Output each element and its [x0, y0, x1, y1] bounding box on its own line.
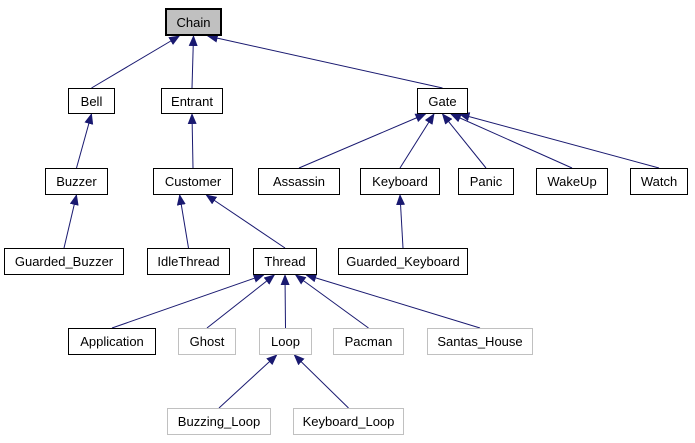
inheritance-edge-gate-to-chain [206, 33, 443, 89]
class-node-guarded_keyboard[interactable]: Guarded_Keyboard [338, 248, 468, 275]
class-node-loop: Loop [259, 328, 312, 355]
class-node-entrant[interactable]: Entrant [161, 88, 223, 114]
class-node-santas_house: Santas_House [427, 328, 533, 355]
class-node-label: Watch [640, 174, 678, 189]
class-node-idlethread[interactable]: IdleThread [147, 248, 230, 275]
class-node-keyboard_loop: Keyboard_Loop [293, 408, 404, 435]
class-node-watch[interactable]: Watch [630, 168, 688, 195]
class-node-customer[interactable]: Customer [153, 168, 233, 195]
class-node-label: Panic [469, 174, 503, 189]
class-node-buzzing_loop: Buzzing_Loop [167, 408, 271, 435]
class-node-label: Entrant [171, 93, 213, 109]
class-node-wakeup[interactable]: WakeUp [536, 168, 608, 195]
class-node-ghost: Ghost [178, 328, 236, 355]
inheritance-edge-buzzer-to-bell [76, 113, 94, 169]
class-node-label: Guarded_Buzzer [14, 254, 114, 269]
inheritance-edge-guarded_buzzer-to-buzzer [63, 194, 79, 249]
class-node-label: Thread [264, 254, 306, 269]
class-node-label: Chain [176, 14, 211, 30]
class-node-label: Bell [80, 93, 103, 109]
inheritance-edge-panic-to-gate [441, 113, 487, 169]
inheritance-edge-entrant-to-chain [188, 35, 198, 89]
class-node-pacman: Pacman [333, 328, 404, 355]
inheritance-edge-idlethread-to-customer [176, 194, 189, 249]
inheritance-edge-application-to-thread [111, 274, 265, 329]
inheritance-edge-ghost-to-thread [206, 274, 276, 329]
inheritance-edge-wakeup-to-gate [450, 113, 573, 169]
inheritance-edge-loop-to-thread [280, 274, 290, 329]
class-node-label: Ghost [189, 334, 225, 349]
class-node-label: Santas_House [437, 334, 523, 349]
inheritance-edge-guarded_keyboard-to-keyboard [396, 194, 406, 249]
class-node-label: Loop [271, 334, 300, 349]
class-node-label: Gate [428, 93, 457, 109]
class-node-label: Buzzer [56, 174, 97, 189]
class-node-keyboard[interactable]: Keyboard [360, 168, 440, 195]
class-node-label: WakeUp [547, 174, 597, 189]
class-node-label: Pacman [344, 334, 393, 349]
class-node-label: Keyboard_Loop [302, 414, 395, 429]
inheritance-edge-assassin-to-gate [298, 113, 427, 169]
inheritance-edge-santas_house-to-thread [305, 273, 481, 329]
inheritance-edge-customer-to-entrant [187, 113, 197, 169]
class-node-assassin[interactable]: Assassin [258, 168, 340, 195]
class-node-label: Buzzing_Loop [177, 414, 261, 429]
inheritance-edge-keyboard_loop-to-loop [293, 354, 349, 409]
class-node-bell[interactable]: Bell [68, 88, 115, 114]
class-node-buzzer[interactable]: Buzzer [45, 168, 108, 195]
class-node-label: Customer [164, 174, 222, 189]
class-node-label: IdleThread [157, 254, 220, 269]
class-node-guarded_buzzer[interactable]: Guarded_Buzzer [4, 248, 124, 275]
class-node-label: Application [80, 334, 144, 349]
inheritance-edge-buzzing_loop-to-loop [218, 354, 278, 409]
inheritance-edge-pacman-to-thread [294, 274, 369, 329]
class-node-panic[interactable]: Panic [458, 168, 514, 195]
inheritance-edge-watch-to-gate [458, 112, 660, 169]
class-node-chain: Chain [165, 8, 222, 36]
class-node-application[interactable]: Application [68, 328, 156, 355]
class-node-label: Keyboard [372, 174, 428, 189]
class-node-label: Assassin [272, 174, 326, 189]
class-node-label: Guarded_Keyboard [346, 254, 460, 269]
class-node-gate[interactable]: Gate [417, 88, 468, 114]
inheritance-edge-keyboard-to-gate [399, 113, 435, 169]
class-node-thread[interactable]: Thread [253, 248, 317, 275]
inheritance-edge-bell-to-chain [91, 35, 181, 89]
inheritance-edge-thread-to-customer [205, 194, 286, 249]
